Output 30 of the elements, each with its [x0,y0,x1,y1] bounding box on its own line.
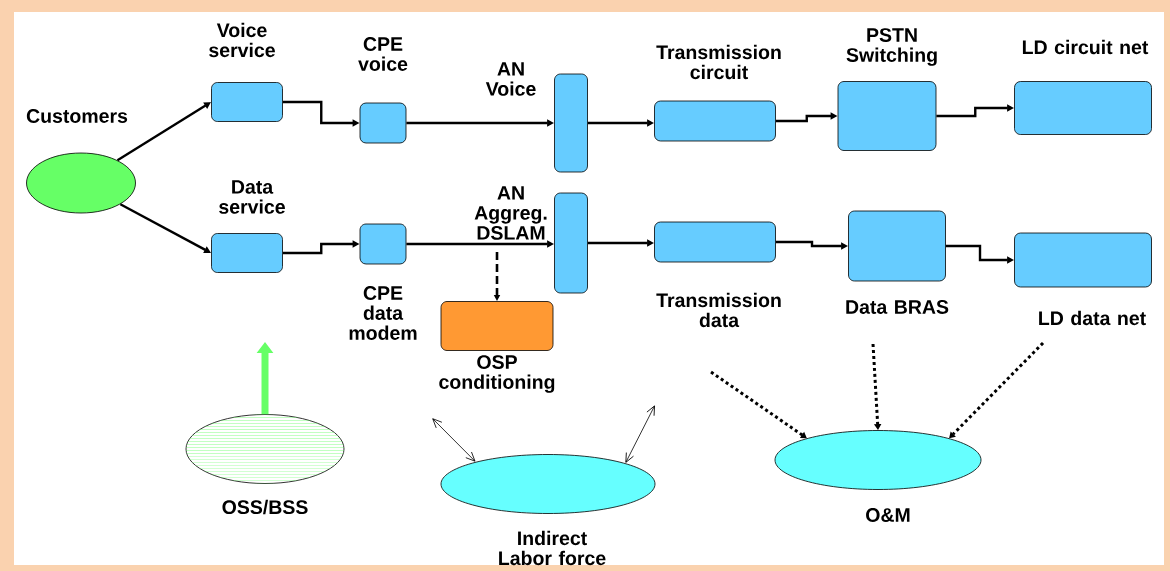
node-label: OSS/BSS [222,499,308,515]
node-label: Transmission data [656,292,781,328]
node-label: LD data net [1039,310,1146,326]
node-label: AN Aggreg. DSLAM [474,186,547,240]
striped-ellipse [185,414,345,484]
node-label: AN Voice [485,62,536,96]
arrow [710,370,807,439]
arrow [587,239,654,247]
node-label: LD circuit net [1022,39,1149,55]
node-label: Data service [219,180,285,214]
node-label: CPE data modem [349,286,417,340]
node-label: O&M [866,508,910,522]
node-label: Indirect Labor force [499,530,606,566]
arrow [587,119,654,127]
arrow [625,405,655,463]
node-label: Voice service [209,22,275,58]
node-label: CPE voice [358,37,408,71]
arrow [775,240,848,250]
arrow [119,203,211,253]
arrow [432,418,476,462]
arrow [406,240,554,248]
arrow [116,102,211,162]
node-label: PSTN Switching [846,28,937,66]
arrow [936,104,1014,118]
node-label: Transmission circuit [656,44,781,80]
node-label: Customers [26,109,128,123]
arrow [945,244,1014,264]
node-label: OSP conditioning [439,355,555,393]
arrow [406,119,554,127]
node-label: Data BRAS [846,300,949,314]
